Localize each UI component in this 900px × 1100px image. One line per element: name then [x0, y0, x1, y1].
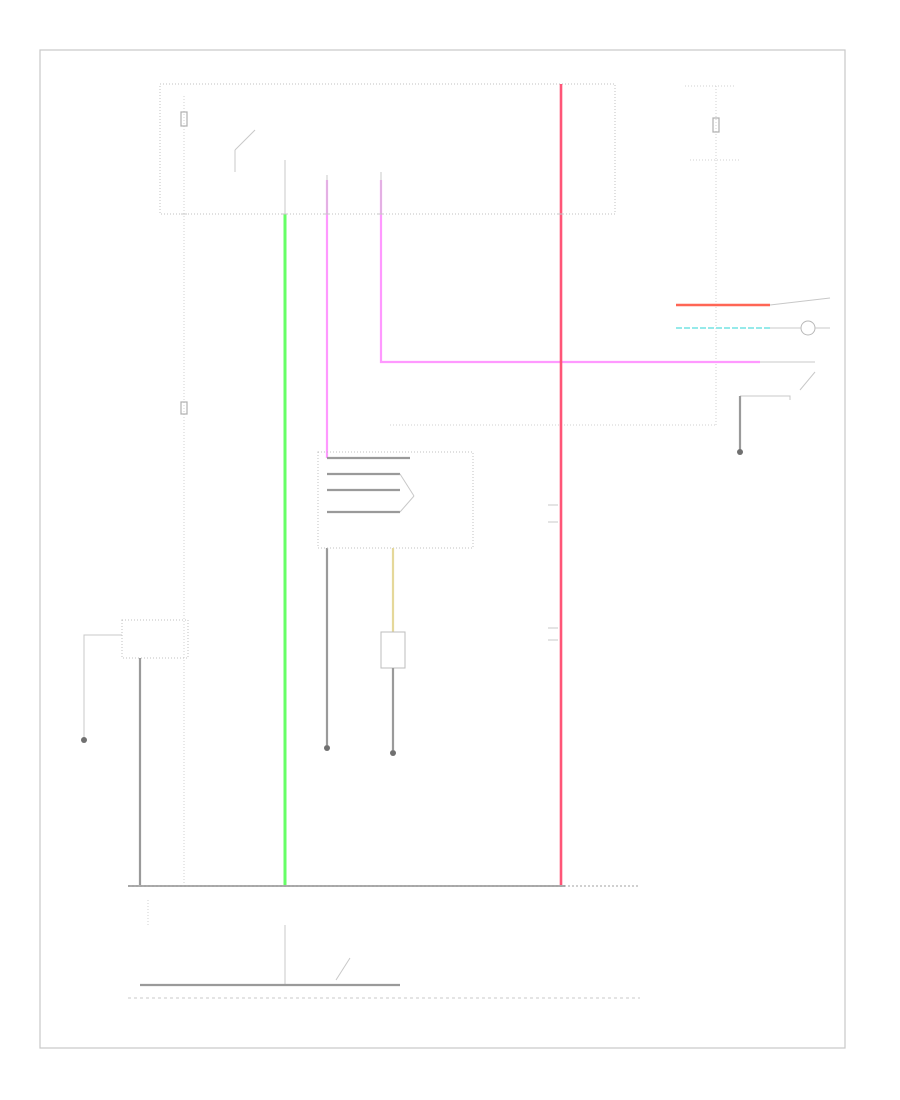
- ground-center-right: [390, 750, 396, 756]
- relay-box: [159, 83, 616, 215]
- pink-wire-right: [379, 180, 760, 364]
- right-fuse-block: [390, 85, 740, 426]
- right-switch: [737, 361, 816, 455]
- left-ground-wire: [83, 634, 122, 738]
- bottom-switch: [140, 900, 400, 987]
- ground-left: [81, 737, 87, 743]
- top-internal-switch: [234, 129, 382, 214]
- red-wire-connectors: [548, 504, 558, 641]
- right-side-wires: [676, 297, 831, 336]
- module-internal-lines: [327, 456, 415, 514]
- control-module-box: [317, 451, 474, 549]
- diagram-frame: [39, 49, 846, 1049]
- ground-center: [324, 745, 330, 751]
- left-connector-box: [121, 619, 189, 659]
- left-power-wire: [180, 96, 188, 885]
- connector-box-center: [380, 631, 406, 669]
